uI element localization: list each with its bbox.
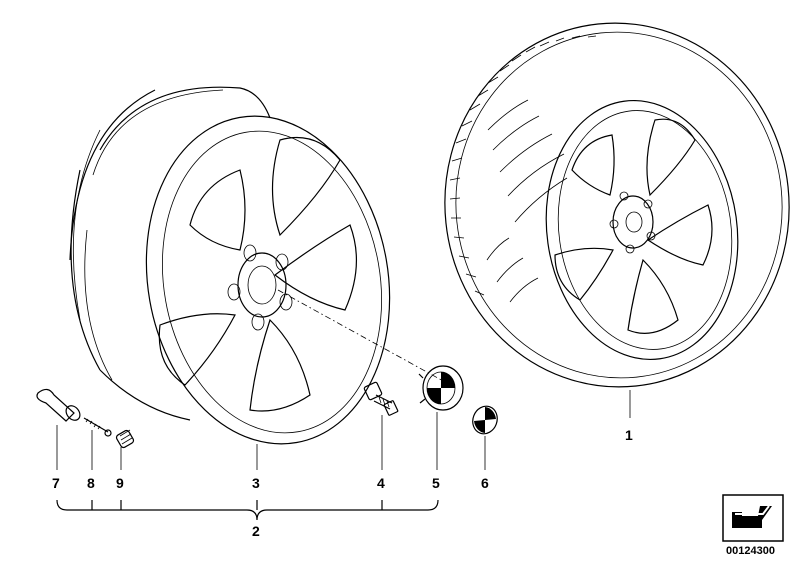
callout-2: 2 bbox=[252, 523, 260, 539]
valve-drawing[interactable] bbox=[36, 388, 83, 423]
complete-wheel-drawing[interactable] bbox=[427, 6, 799, 404]
alignment-line bbox=[277, 289, 446, 383]
leader-lines bbox=[56, 390, 631, 470]
wheel-bolt-drawing[interactable] bbox=[363, 381, 399, 416]
callout-3: 3 bbox=[252, 475, 260, 491]
hub-cap-drawing[interactable] bbox=[418, 365, 464, 411]
curved-arrow-icon bbox=[722, 494, 784, 542]
valve-core-drawing[interactable] bbox=[83, 417, 112, 437]
wheel-rim-drawing[interactable] bbox=[69, 86, 415, 463]
callout-6: 6 bbox=[481, 475, 489, 491]
group-bracket bbox=[56, 499, 439, 521]
document-number: 00124300 bbox=[726, 545, 775, 557]
valve-cap-drawing[interactable] bbox=[115, 429, 135, 449]
callout-8: 8 bbox=[87, 475, 95, 491]
callout-5: 5 bbox=[432, 475, 440, 491]
callout-1: 1 bbox=[625, 427, 633, 443]
tire-tread-pattern bbox=[449, 35, 597, 303]
callout-4: 4 bbox=[377, 475, 385, 491]
callout-9: 9 bbox=[116, 475, 124, 491]
callout-7: 7 bbox=[52, 475, 60, 491]
emblem-drawing[interactable] bbox=[469, 403, 501, 438]
